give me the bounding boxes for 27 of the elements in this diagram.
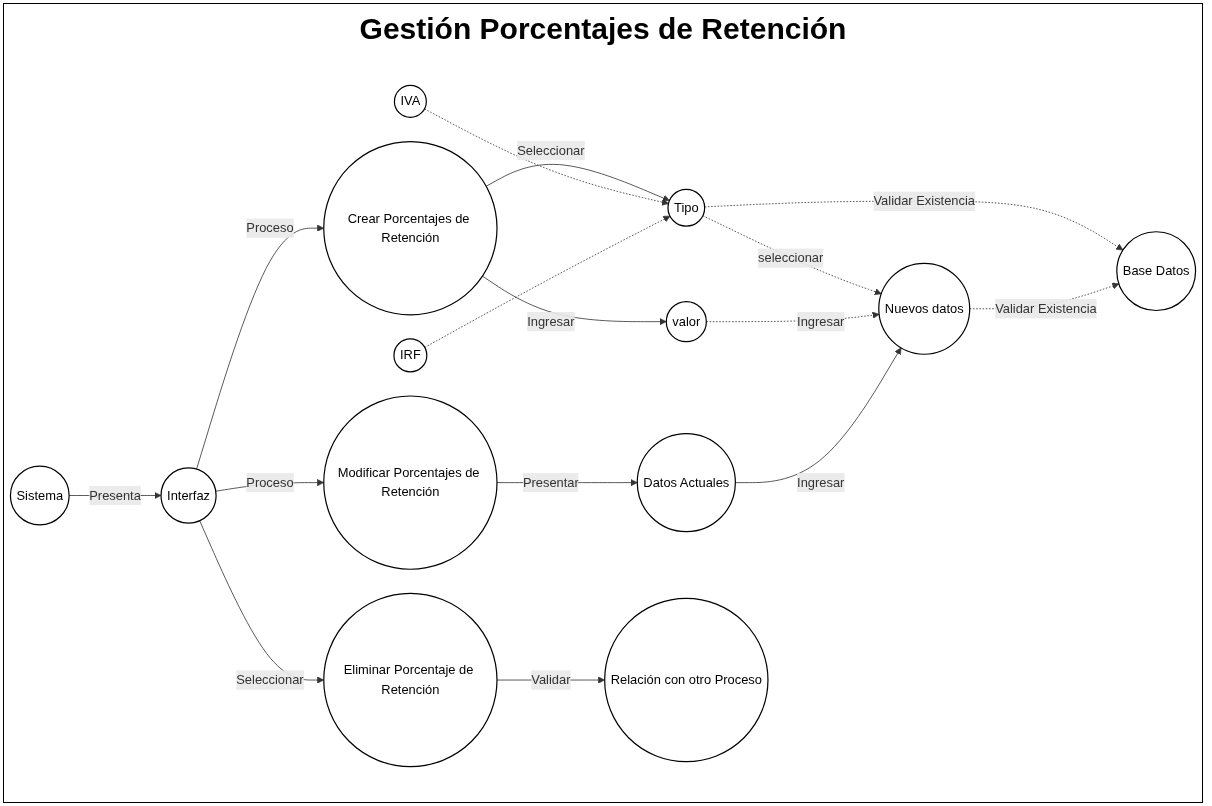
edge-label: Ingresar — [527, 314, 575, 329]
node-circle: IVA — [393, 84, 427, 118]
node-circle: Sistema — [9, 465, 70, 526]
node-circle: Tipo — [667, 188, 706, 227]
edge-label: Proceso — [246, 220, 294, 235]
edge-label: Presenta — [89, 488, 141, 502]
edge-label: Seleccionar — [517, 143, 585, 157]
node-circle: Base Datos — [1116, 231, 1197, 312]
node-circle: Eliminar Porcentaje de Retención — [323, 592, 498, 768]
edge-label: Presentar — [522, 475, 579, 489]
edge-label: Ingresar — [797, 475, 845, 489]
node-circle: Crear Porcentajes de Retención — [323, 140, 498, 316]
node-circle: IRF — [393, 338, 428, 373]
node-circle: Interfaz — [160, 467, 217, 524]
edge-label: Ingresar — [797, 314, 845, 329]
diagram-title: Gestión Porcentajes de Retención — [359, 12, 847, 46]
edge-label: Proceso — [246, 475, 294, 489]
node-circle: Modificar Porcentajes de Retención — [323, 395, 498, 570]
node-circle: Relación con otro Proceso — [604, 597, 769, 763]
edge-label: Validar Existencia — [995, 301, 1097, 316]
node-circle: Nuevos datos — [878, 262, 971, 355]
edge-label: seleccionar — [758, 250, 824, 265]
node-circle: valor — [665, 300, 707, 343]
edge-label: Validar Existencia — [873, 193, 975, 208]
edge-label: Seleccionar — [236, 672, 304, 687]
node-circle: Datos Actuales — [636, 432, 736, 533]
edge-label: Validar — [531, 672, 571, 687]
